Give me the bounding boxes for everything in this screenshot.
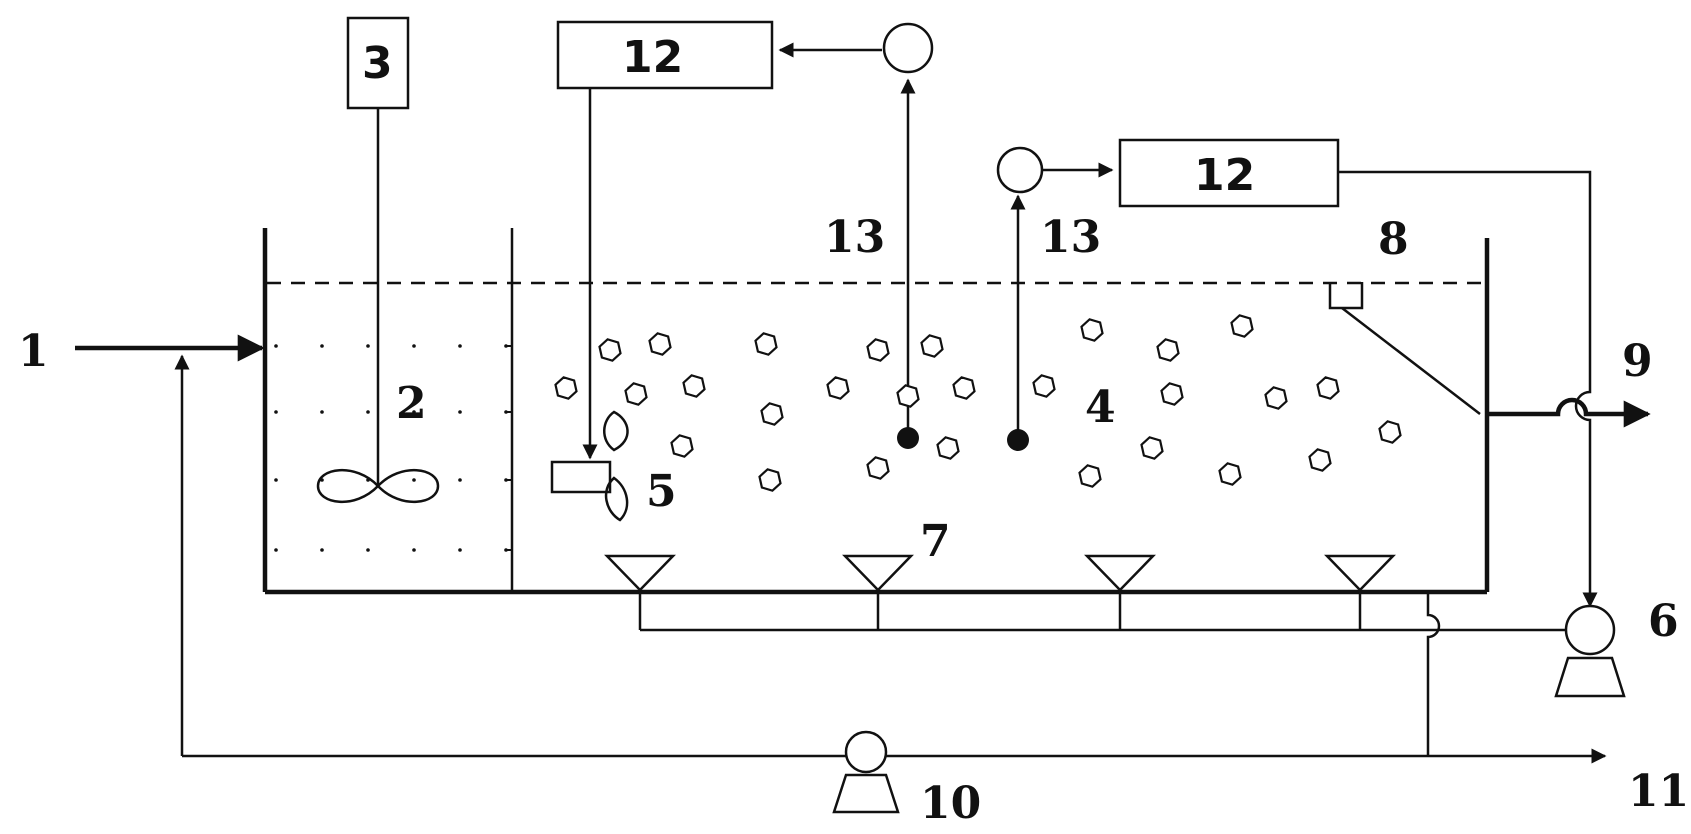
label-1: 1 <box>18 326 49 377</box>
carrier-particle <box>1264 386 1288 410</box>
aeration-diffusers <box>604 554 1566 632</box>
carrier-particle <box>1080 318 1104 342</box>
control-line-to-air-pump <box>1338 170 1598 608</box>
carrier-particle <box>1316 376 1340 400</box>
label-13-right: 13 <box>1040 212 1101 263</box>
mixing-dot <box>458 410 462 414</box>
carrier-particle <box>760 402 784 426</box>
label-2: 2 <box>396 378 427 429</box>
sensor-probe-2 <box>1007 429 1029 451</box>
label-3: 3 <box>362 38 393 89</box>
carrier-particle <box>1378 420 1402 444</box>
carrier-particle <box>1230 314 1254 338</box>
mixing-dot <box>458 548 462 552</box>
carrier-particle <box>936 436 960 460</box>
mixing-dot <box>274 410 278 414</box>
label-12-right: 12 <box>1194 150 1255 201</box>
carrier-particle <box>1032 374 1056 398</box>
label-10: 10 <box>920 778 981 829</box>
carrier-particle <box>866 338 890 362</box>
carrier-particle <box>826 376 850 400</box>
carrier-particle <box>554 376 578 400</box>
label-7: 7 <box>920 516 951 567</box>
carrier-particle <box>920 334 944 358</box>
effluent-pipe <box>1489 397 1651 428</box>
carrier-particle <box>682 374 706 398</box>
label-8: 8 <box>1378 214 1409 265</box>
carrier-particle <box>1160 382 1184 406</box>
sensor-meter-top <box>882 22 934 74</box>
mixing-dot <box>366 344 370 348</box>
mixing-dot <box>320 344 324 348</box>
sludge-recycle-line <box>174 354 1607 764</box>
reactor-tank <box>262 228 1490 595</box>
mixing-dot <box>412 344 416 348</box>
mixing-compartment-dots <box>274 344 512 552</box>
carrier-particle <box>754 332 778 356</box>
motor-unit <box>550 460 612 494</box>
sensor-meter-right <box>996 146 1044 194</box>
air-pump <box>1554 604 1626 698</box>
label-5: 5 <box>646 466 677 517</box>
mixing-dot <box>320 548 324 552</box>
label-13-left: 13 <box>824 212 885 263</box>
recycle-pump <box>832 730 900 814</box>
carrier-particle <box>1308 448 1332 472</box>
carrier-particle <box>866 456 890 480</box>
carrier-particle <box>1078 464 1102 488</box>
carrier-particle <box>1140 436 1164 460</box>
label-6: 6 <box>1648 596 1679 647</box>
controller-box-top <box>556 20 774 90</box>
sensor-probe-1 <box>897 427 919 449</box>
mixing-dot <box>366 410 370 414</box>
mixing-dot <box>412 478 416 482</box>
carrier-particle <box>670 434 694 458</box>
carrier-particle <box>624 382 648 406</box>
mixing-dot <box>320 410 324 414</box>
stirrer-impeller <box>316 469 440 503</box>
carrier-particle <box>1218 462 1242 486</box>
label-12-top: 12 <box>622 32 683 83</box>
label-4: 4 <box>1085 382 1116 433</box>
outlet-weir <box>1328 282 1481 415</box>
mixing-dot <box>458 344 462 348</box>
biofilm-carriers <box>554 314 1402 492</box>
mixing-dot <box>366 548 370 552</box>
mixing-dot <box>274 344 278 348</box>
label-11: 11 <box>1628 766 1689 817</box>
mixing-dot <box>412 548 416 552</box>
mixing-dot <box>274 478 278 482</box>
carrier-particle <box>896 384 920 408</box>
carrier-particle <box>598 338 622 362</box>
mixing-dot <box>274 548 278 552</box>
label-9: 9 <box>1622 336 1653 387</box>
propeller-mixer <box>603 410 629 522</box>
mixing-dot <box>458 478 462 482</box>
carrier-particle <box>1156 338 1180 362</box>
carrier-particle <box>758 468 782 492</box>
mixing-dot <box>412 410 416 414</box>
carrier-particle <box>648 332 672 356</box>
carrier-particle <box>952 376 976 400</box>
